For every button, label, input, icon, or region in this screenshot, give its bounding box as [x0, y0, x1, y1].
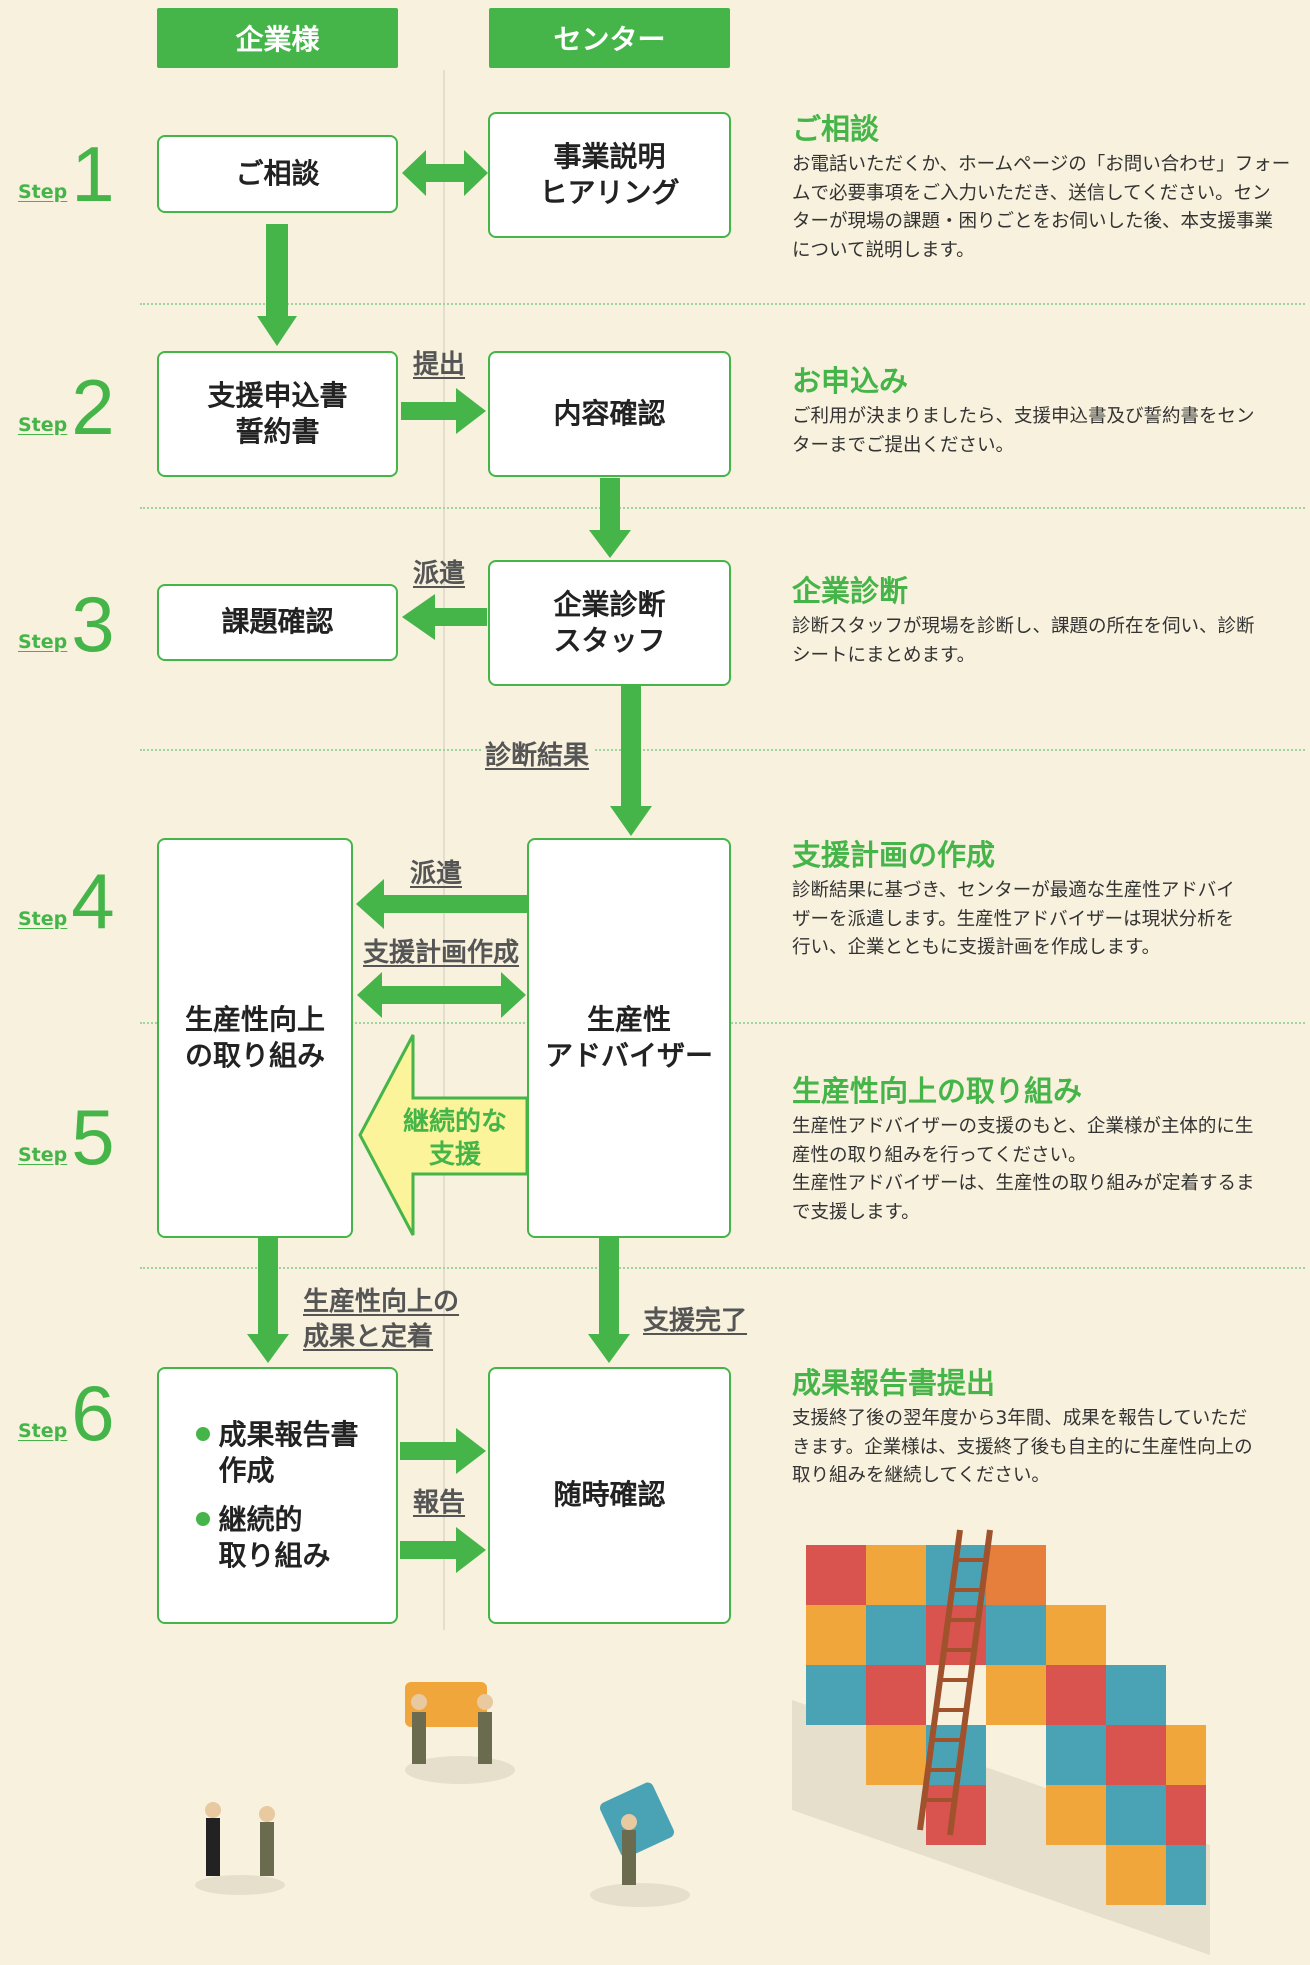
content-check-box: 内容確認 [488, 351, 731, 477]
desc-text-6: 支援終了後の翌年度から3年間、成果を報告していただきます。企業様は、支援終了後も… [792, 1408, 1253, 1487]
down-arrow-staff-to-advisor [610, 686, 652, 836]
dispatch-advisor-label: 派遣 [410, 859, 463, 889]
desc-text-3: 診断スタッフが現場を診断し、課題の所在を伺い、診断シートにまとめます。 [792, 616, 1255, 666]
productivity-effort-box: 生産性向上の取り組み [157, 838, 353, 1238]
desc-text-5: 生産性アドバイザーの支援のもと、企業様が主体的に生産性の取り組みを行ってください… [792, 1116, 1255, 1224]
report-item: 成果報告書作成 [196, 1417, 359, 1490]
desc-title-6: 成果報告書提出 [792, 1366, 996, 1400]
dispatch-label: 派遣 [413, 559, 466, 589]
diagnosis-result-label: 診断結果 [481, 735, 594, 772]
support-done-label: 支援完了 [643, 1306, 748, 1336]
desc-title-4: 支援計画の作成 [792, 838, 996, 872]
people-illustration [195, 1682, 690, 1907]
down-arrow-consult-to-application [257, 224, 297, 346]
double-arrow-plan [357, 972, 526, 1018]
step-divider [140, 749, 1305, 751]
issue-check-box: 課題確認 [157, 584, 398, 661]
continuous-support-label: 継続的な 支援 [402, 1107, 507, 1170]
submit-label: 提出 [413, 350, 466, 380]
right-arrow-report-1 [400, 1428, 486, 1474]
left-arrow-dispatch [402, 594, 487, 640]
application-box: 支援申込書誓約書 [157, 351, 398, 477]
consult-box: ご相談 [157, 135, 398, 213]
desc-text-2: ご利用が決まりましたら、支援申込書及び誓約書をセンターまでご提出ください。 [792, 406, 1255, 456]
step-divider [140, 507, 1305, 509]
result-settle-label: 生産性向上の 成果と定着 [303, 1287, 460, 1353]
right-arrow-report-2 [400, 1527, 486, 1573]
down-arrow-content-to-staff [589, 478, 631, 558]
report-label: 報告 [413, 1488, 466, 1518]
desc-text-4: 診断結果に基づき、センターが最適な生産性アドバイザーを派遣します。生産性アドバイ… [792, 880, 1235, 959]
anytime-check-box: 随時確認 [488, 1367, 731, 1624]
step-divider [140, 1267, 1305, 1269]
explain-hearing-box: 事業説明ヒアリング [488, 112, 731, 238]
left-arrow-dispatch-advisor [356, 879, 527, 929]
desc-title-5: 生産性向上の取り組み [792, 1074, 1083, 1108]
desc-title-1: ご相談 [792, 112, 880, 146]
center-column-header: センター [489, 8, 730, 68]
desc-title-2: お申込み [792, 364, 909, 398]
diagnosis-staff-box: 企業診断スタッフ [488, 560, 731, 686]
company-column-header: 企業様 [157, 8, 398, 68]
advisor-box: 生産性アドバイザー [527, 838, 731, 1238]
desc-text-1: お電話いただくか、ホームページの「お問い合わせ」フォームで必要事項をご入力いただ… [792, 154, 1291, 262]
report-item: 継続的取り組み [196, 1502, 358, 1575]
right-arrow-submit [401, 388, 486, 434]
puzzle-wall-illustration [792, 1529, 1210, 1955]
step-divider [140, 303, 1305, 305]
down-arrow-advisor-to-check [588, 1238, 630, 1363]
report-box: 成果報告書作成 継続的取り組み [157, 1367, 398, 1624]
column-separator [443, 70, 445, 1630]
desc-title-3: 企業診断 [792, 574, 909, 608]
down-arrow-effort-to-report [247, 1238, 289, 1363]
continuous-support-arrow [358, 1034, 529, 1236]
double-arrow-consult [402, 150, 488, 196]
plan-creation-label: 支援計画作成 [363, 938, 520, 968]
